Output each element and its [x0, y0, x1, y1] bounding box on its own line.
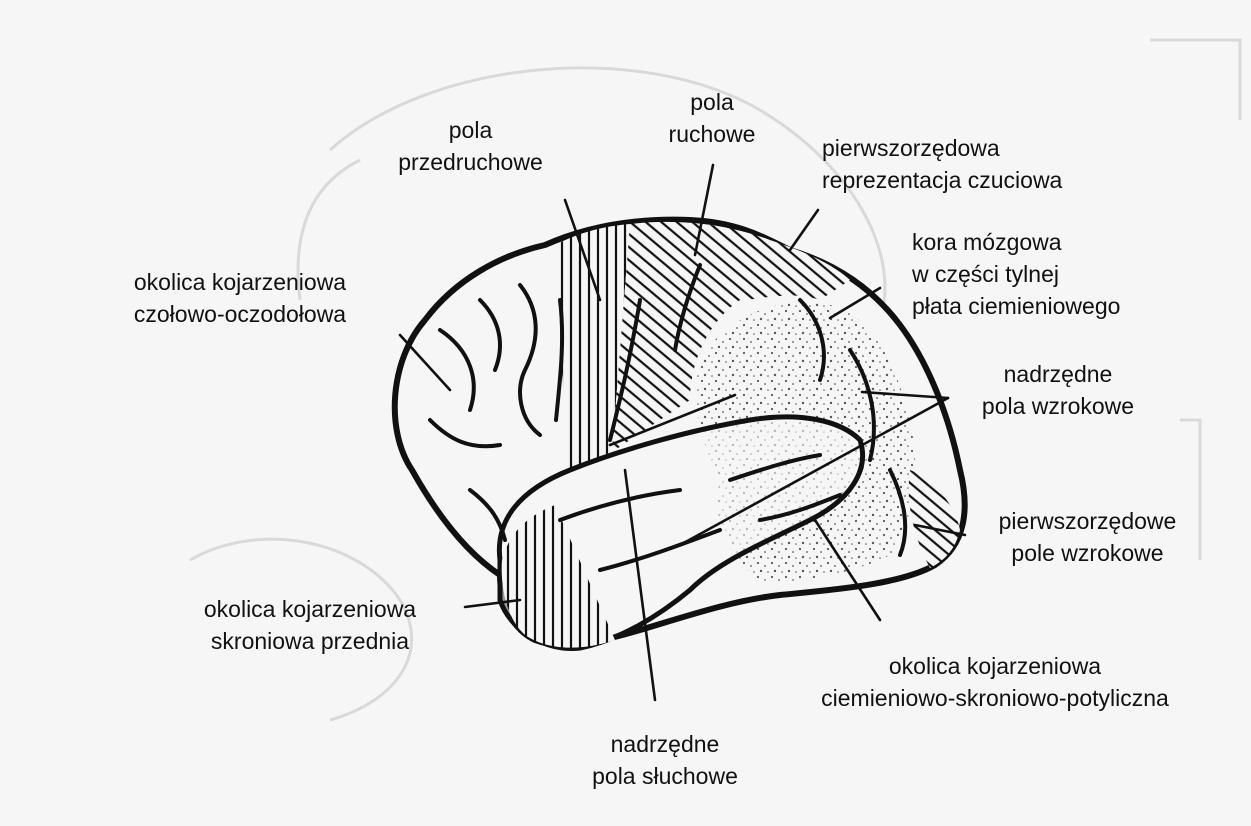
label-premotor: pola przedruchowe: [378, 114, 563, 178]
label-somatosensory: pierwszorzędowa reprezentacja czuciowa: [822, 132, 1062, 196]
label-higher-visual: nadrzędne pola wzrokowe: [958, 358, 1158, 422]
label-auditory-line2: pola słuchowe: [560, 760, 770, 792]
label-temporal-line2: skroniowa przednia: [165, 625, 455, 657]
label-frontal-line1: okolica kojarzeniowa: [100, 266, 380, 298]
label-parietal-line1: kora mózgowa: [912, 226, 1120, 258]
label-premotor-line1: pola: [378, 114, 563, 146]
label-temporal-line1: okolica kojarzeniowa: [165, 593, 455, 625]
pointer-somatosensory: [790, 210, 818, 250]
label-premotor-line2: przedruchowe: [378, 146, 563, 178]
label-motor: pola ruchowe: [642, 86, 782, 150]
label-frontal-line2: czołowo-oczodołowa: [100, 298, 380, 330]
label-higher-auditory: nadrzędne pola słuchowe: [560, 728, 770, 792]
label-somatosensory-line2: reprezentacja czuciowa: [822, 164, 1062, 196]
label-parieto-temporo-occipital: okolica kojarzeniowa ciemieniowo-skronio…: [770, 650, 1220, 714]
label-parietal-line2: w części tylnej: [912, 258, 1120, 290]
label-higher-visual-line2: pola wzrokowe: [958, 390, 1158, 422]
label-posterior-parietal: kora mózgowa w części tylnej płata ciemi…: [912, 226, 1120, 322]
label-auditory-line1: nadrzędne: [560, 728, 770, 760]
label-primary-visual: pierwszorzędowe pole wzrokowe: [975, 505, 1200, 569]
label-higher-visual-line1: nadrzędne: [958, 358, 1158, 390]
label-primary-visual-line2: pole wzrokowe: [975, 537, 1200, 569]
label-frontal-association: okolica kojarzeniowa czołowo-oczodołowa: [100, 266, 380, 330]
label-primary-visual-line1: pierwszorzędowe: [975, 505, 1200, 537]
label-parietal-line3: płata ciemieniowego: [912, 290, 1120, 322]
label-ptop-line2: ciemieniowo-skroniowo-potyliczna: [770, 682, 1220, 714]
label-temporal-association: okolica kojarzeniowa skroniowa przednia: [165, 593, 455, 657]
label-ptop-line1: okolica kojarzeniowa: [770, 650, 1220, 682]
label-motor-line2: ruchowe: [642, 118, 782, 150]
label-somatosensory-line1: pierwszorzędowa: [822, 132, 1062, 164]
label-motor-line1: pola: [642, 86, 782, 118]
